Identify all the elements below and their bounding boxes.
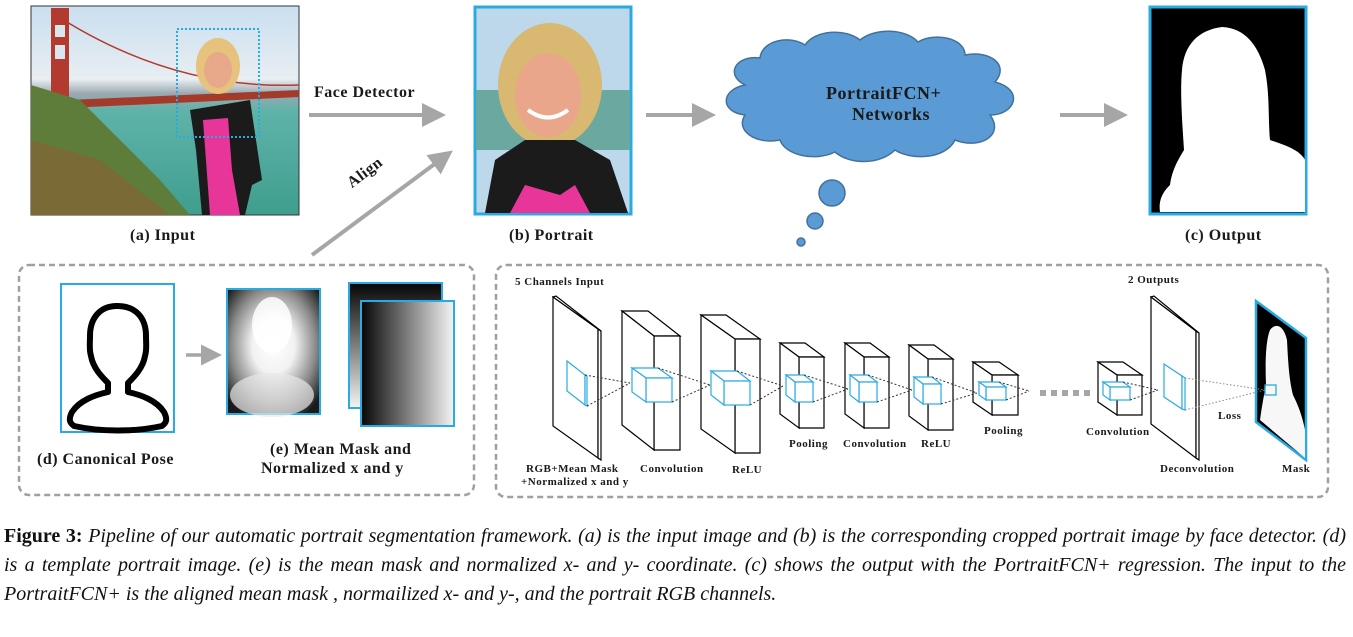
- portrait-image: [473, 5, 633, 216]
- input-label: (a) Input: [130, 227, 196, 244]
- pooling-layer-2-block: [971, 360, 1020, 417]
- portrait-label: (b) Portrait: [509, 227, 594, 244]
- normalized-coordinate-maps: [348, 282, 455, 427]
- canonical-pose-label: (d) Canonical Pose: [37, 451, 174, 468]
- channels-input-title: 5 Channels Input: [515, 276, 605, 288]
- network-panel: [494, 263, 1330, 499]
- network-cloud: [725, 30, 1015, 247]
- loss-lines: [1184, 377, 1266, 411]
- conv-layer-1-block: [620, 309, 682, 452]
- loss-label: Loss: [1218, 410, 1242, 422]
- align-arrow: [310, 150, 453, 257]
- mean-mask-image: [226, 288, 321, 417]
- input-image: [30, 5, 300, 216]
- ellipsis-dots: [1040, 390, 1090, 396]
- mean-mask-label-line1: (e) Mean Mask and: [270, 441, 412, 458]
- pooling-layer-1-block: [778, 341, 826, 430]
- canonical-pose-image: [60, 283, 175, 434]
- layer-label-pool-2: Pooling: [984, 425, 1023, 437]
- figure-number: Figure 3:: [4, 525, 83, 547]
- layer-label-deconv: Deconvolution: [1160, 463, 1235, 475]
- layer-label-input-line1: RGB+Mean Mask: [526, 463, 619, 475]
- mean-mask-label-line2: Normalized x and y: [261, 460, 404, 477]
- mask-label: Mask: [1282, 463, 1311, 475]
- input-layer-slab: [551, 295, 602, 462]
- mask-output-image: [1254, 298, 1308, 463]
- person-outline-icon: [66, 303, 170, 434]
- caption-text: Pipeline of our automatic portrait segme…: [4, 525, 1347, 605]
- outputs-title: 2 Outputs: [1128, 274, 1180, 286]
- layer-label-relu-2: ReLU: [921, 438, 952, 450]
- output-mask-image: [1148, 5, 1308, 216]
- figure-caption: Figure 3: Pipeline of our automatic port…: [4, 522, 1346, 609]
- cloud-title-line2: Networks: [852, 104, 930, 124]
- relu-layer-1-block: [699, 313, 762, 455]
- relu-layer-2-block: [907, 343, 955, 432]
- cloud-title-line1: PortraitFCN+: [826, 83, 942, 103]
- conv-layer-final-block: [1096, 360, 1144, 417]
- deconv-layer-slab: [1149, 295, 1200, 462]
- output-label: (c) Output: [1185, 227, 1262, 244]
- receptive-field-lines: [584, 367, 1159, 407]
- layer-label-conv-2: Convolution: [843, 438, 907, 450]
- conv-layer-2-block: [843, 341, 891, 430]
- layer-label-conv-1: Convolution: [640, 463, 704, 475]
- face-detector-label: Face Detector: [314, 84, 416, 101]
- layer-label-pool-1: Pooling: [789, 438, 828, 450]
- layer-label-relu-1: ReLU: [732, 464, 763, 476]
- layer-label-conv-final: Convolution: [1086, 426, 1150, 438]
- preprocessing-panel: [17, 263, 476, 497]
- layer-label-input-line2: +Normalized x and y: [521, 476, 629, 488]
